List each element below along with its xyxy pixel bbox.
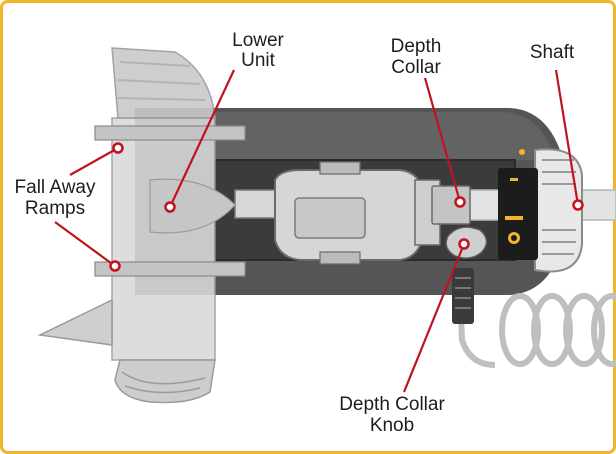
- label-shaft: Shaft: [530, 42, 575, 63]
- leader-lines: [54, 69, 580, 393]
- label-fall-away-line1: Fall Away: [15, 177, 96, 198]
- dot-lower-unit: [164, 201, 176, 213]
- dot-shaft: [572, 199, 584, 211]
- cable-connector: [452, 268, 474, 324]
- leader-shaft: [554, 69, 580, 206]
- depth-collar: [431, 185, 471, 225]
- lower-unit: [37, 47, 246, 404]
- dot-depth-collar: [454, 196, 466, 208]
- leader-depth-collar-knob: [402, 243, 466, 393]
- coiled-cable: [457, 289, 616, 368]
- label-depth-collar-line1: Depth: [391, 36, 442, 57]
- motor-housing: [234, 161, 441, 265]
- label-depth-collar-line2: Collar: [391, 57, 441, 78]
- leader-dots: [109, 142, 584, 272]
- label-depth-collar-knob-line2: Knob: [370, 415, 414, 436]
- dot-fall-away-bottom: [109, 260, 121, 272]
- label-lower-unit-line2: Unit: [241, 50, 276, 71]
- label-depth-collar-knob-line1: Depth Collar: [339, 394, 445, 415]
- dot-fall-away-top: [112, 142, 124, 154]
- leader-fall-away-bottom: [54, 221, 116, 267]
- label-lower-unit-line1: Lower: [232, 30, 284, 51]
- leader-lower-unit: [169, 69, 235, 208]
- leader-depth-collar: [423, 77, 462, 203]
- label-fall-away-line2: Ramps: [25, 198, 85, 219]
- leader-fall-away-top: [69, 147, 119, 176]
- dot-depth-collar-knob: [458, 238, 470, 250]
- control-head: [498, 148, 583, 273]
